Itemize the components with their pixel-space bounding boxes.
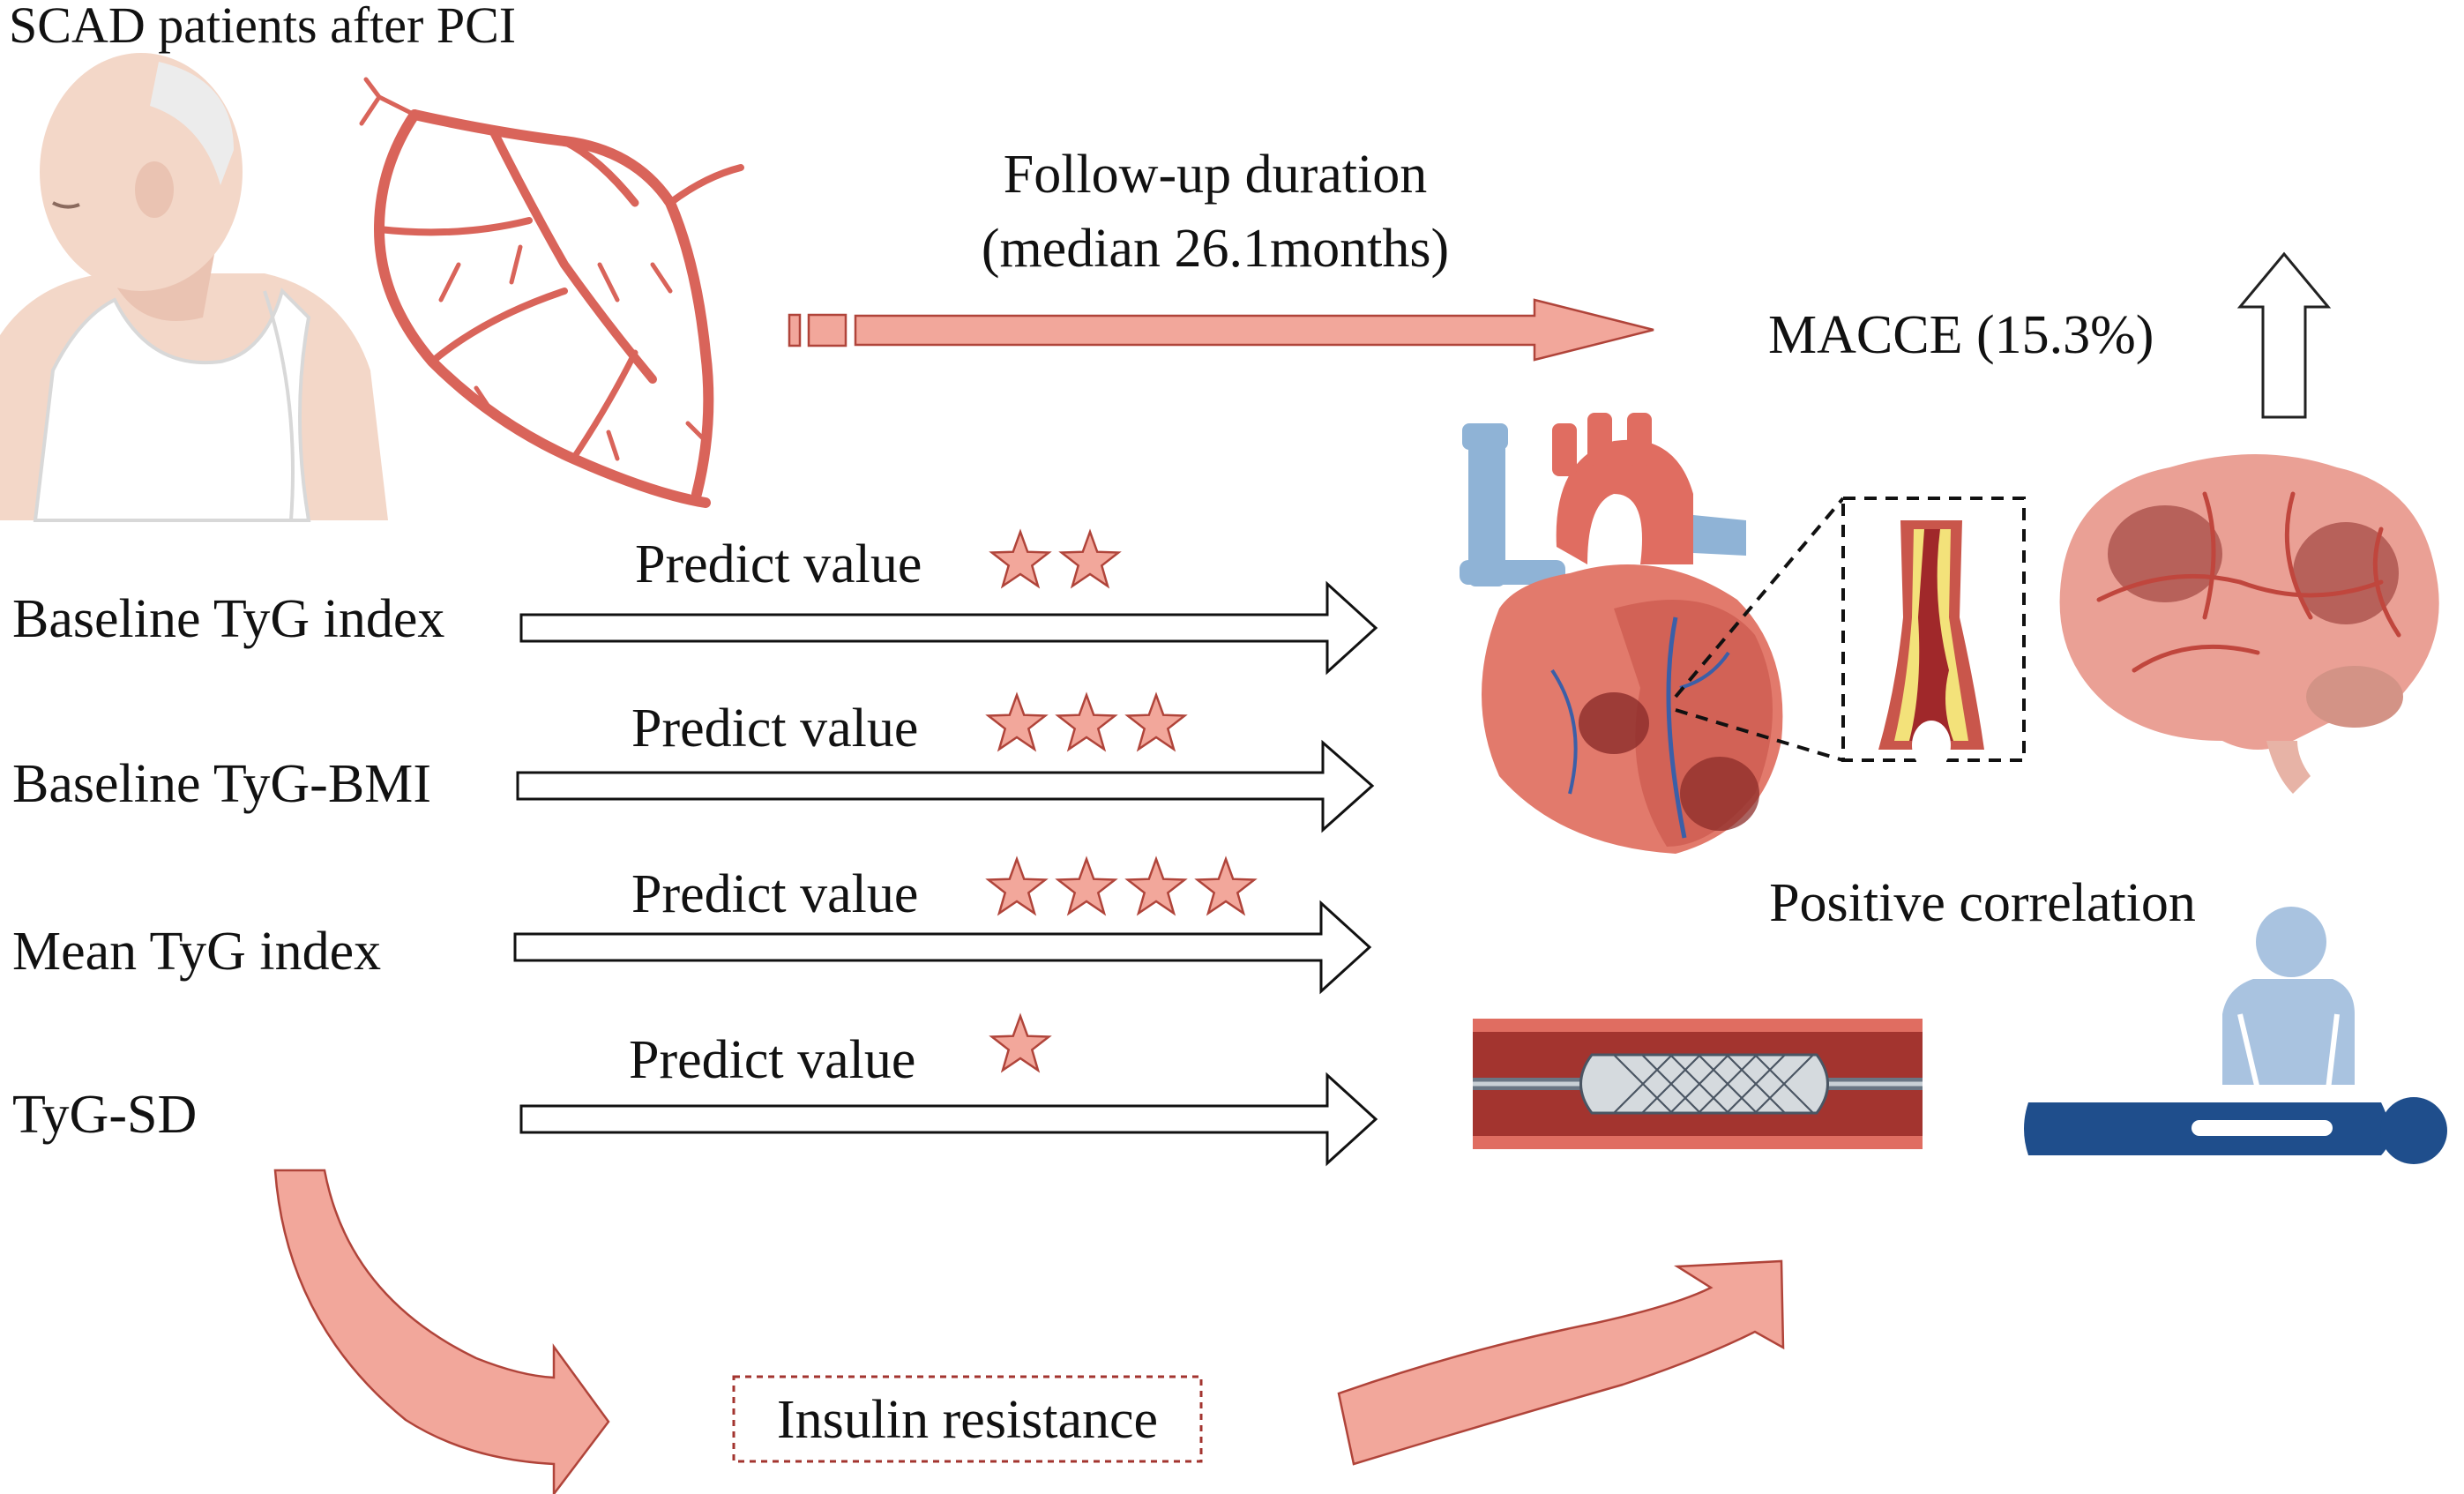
predict-arrow [519,1072,1378,1167]
predict-arrow [516,739,1375,833]
predictor-label: TyG-SD [12,1085,197,1145]
insulin-resistance-label: Insulin resistance [777,1390,1158,1450]
followup-median-label: (median 26.1months) [982,219,1449,279]
stent-illustration [1473,1019,1923,1149]
predict-value-label: Predict value [635,534,922,594]
predict-value-label: Predict value [631,698,918,758]
predict-arrow [519,580,1378,676]
predict-value-label: Predict value [629,1030,915,1090]
macce-outcome-label: MACCE (15.3%) [1768,305,2154,365]
predictor-row-mean-tyg-index: Mean TyG index Predict value [12,855,1372,995]
predictor-row-tyg-sd: TyG-SD Predict value [12,1012,1378,1167]
predictor-row-baseline-tyg-bmi: Baseline TyG-BMI Predict value [12,691,1375,833]
followup-arrow [788,298,1654,362]
star-icon [1124,855,1188,916]
star-icon [1055,855,1118,916]
star-icon [985,691,1049,752]
patient-illustration [0,53,388,522]
star-icon [989,528,1052,589]
star-icon [989,1012,1052,1073]
predictor-label: Baseline TyG index [12,589,444,649]
predictor-row-baseline-tyg-index: Baseline TyG index Predict value [12,528,1378,676]
followup-duration-label: Follow-up duration [1004,145,1427,205]
curved-arrow-to-outcomes [1337,1259,1785,1466]
star-icon [1058,528,1122,589]
star-rating [989,1012,1052,1073]
heart-illustration [1460,413,1783,854]
star-icon [1124,691,1188,752]
increase-up-arrow [2236,251,2332,419]
star-rating [989,528,1122,589]
curved-arrow-to-insulin-resistance [273,1169,610,1494]
cpr-figure-illustration [2024,907,2447,1164]
star-icon [1055,691,1118,752]
star-rating [985,691,1188,752]
predictor-label: Mean TyG index [12,922,381,982]
predictor-label: Baseline TyG-BMI [12,754,431,814]
predict-arrow [513,900,1372,995]
predict-value-label: Predict value [631,864,918,924]
coronary-artery-illustration [359,77,744,508]
insulin-resistance-box [732,1375,1203,1463]
brain-illustration [2059,454,2439,794]
star-icon [985,855,1049,916]
star-rating [985,855,1258,916]
diagram-title: SCAD patients after PCI [9,0,516,54]
star-icon [1194,855,1258,916]
artery-plaque-illustration [1878,520,1984,770]
positive-correlation-label: Positive correlation [1769,873,2196,933]
